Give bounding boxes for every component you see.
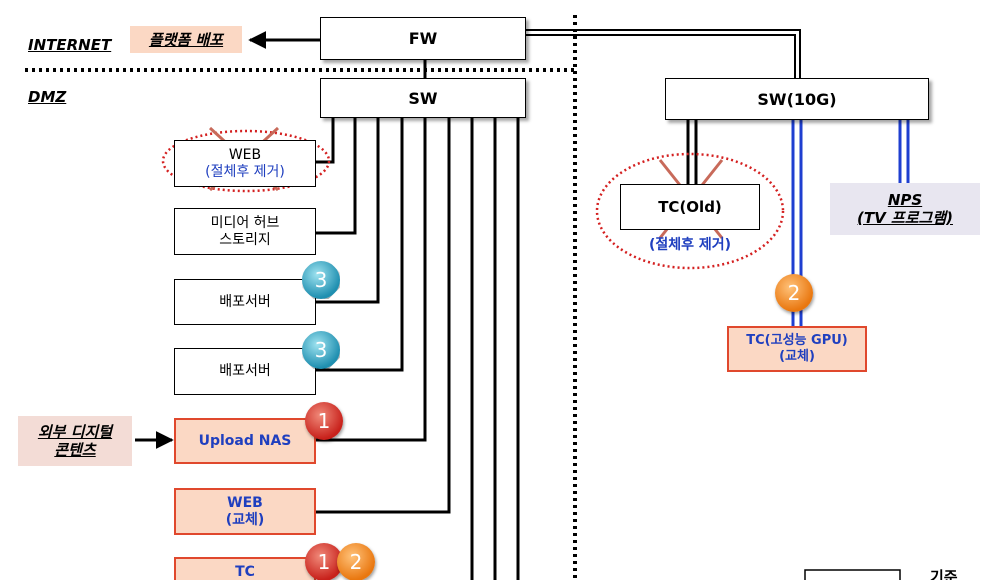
media-hub-box: 미디어 허브 스토리지 (174, 208, 316, 255)
media-hub-line1: 미디어 허브 (210, 214, 280, 231)
tc-gpu-box: TC(고성능 GPU) (교체) (727, 326, 867, 372)
badge-tc-bottom-1: 1 (305, 543, 343, 580)
web-old-removal-ellipse (161, 129, 331, 193)
media-hub-line2: 스토리지 (219, 231, 271, 248)
tc-bottom-label: TC (235, 564, 255, 580)
badge-upload-nas: 1 (305, 402, 343, 440)
deploy-server-1-box: 배포서버 (174, 279, 316, 325)
sw-web-old-link (316, 118, 335, 164)
tc-old-label: TC(Old) (658, 197, 722, 216)
deploy-server-2-box: 배포서버 (174, 348, 316, 395)
sw-web-new-link (316, 118, 451, 514)
nps-line2: (TV 프로그램) (857, 209, 953, 227)
web-old-title: WEB (228, 146, 262, 163)
zone-internet-label: INTERNET (28, 36, 112, 54)
sw10g-box: SW(10G) (665, 78, 929, 120)
web-new-box: WEB (교체) (174, 488, 316, 535)
web-new-note: (교체) (225, 511, 265, 528)
platform-deploy-label: 플랫폼 배포 (148, 30, 224, 49)
nps-line1: NPS (887, 191, 923, 209)
upload-nas-box: Upload NAS (174, 418, 316, 464)
web-old-note: (절체후 제거) (205, 163, 285, 180)
web-old-box: WEB (절체후 제거) (174, 140, 316, 187)
fw-sw10g-link-a (526, 29, 801, 78)
sw10g-label: SW(10G) (757, 89, 837, 109)
sw-label: SW (408, 88, 438, 108)
sw-box: SW (320, 78, 526, 118)
web-new-title: WEB (227, 494, 263, 511)
sw-upload-nas-link (316, 118, 427, 442)
legend-label: 기준 (930, 568, 958, 580)
sw-media-hub-link (316, 118, 357, 235)
tc-old-note: (절체후 제거) (648, 237, 732, 253)
fw-label: FW (408, 29, 438, 48)
tc-bottom-box: TC (174, 557, 316, 580)
badge-tc-bottom-2: 2 (337, 543, 375, 580)
badge-deploy-server-2: 3 (302, 331, 340, 369)
badge-tc-gpu: 2 (775, 274, 813, 312)
sw-deploy1-link (316, 118, 380, 304)
tc-old-removal-ellipse (595, 152, 785, 270)
badge-deploy-server-1: 3 (302, 261, 340, 299)
tc-gpu-line2: (교체) (779, 349, 815, 364)
deploy-server-1-label: 배포서버 (219, 293, 271, 310)
external-content-tag: 외부 디지털 콘텐츠 (18, 416, 132, 466)
fw-box: FW (320, 17, 526, 60)
external-content-line1: 외부 디지털 (37, 423, 113, 441)
nps-tag: NPS (TV 프로그램) (830, 183, 980, 235)
tc-old-box: TC(Old) (620, 184, 760, 230)
sw-deploy2-link (316, 118, 404, 372)
zone-dmz-label: DMZ (28, 88, 67, 106)
upload-nas-label: Upload NAS (198, 432, 292, 449)
external-content-line2: 콘텐츠 (54, 441, 96, 459)
tc-gpu-line1: TC(고성능 GPU) (746, 333, 848, 348)
legend-swatch (804, 569, 901, 580)
deploy-server-2-label: 배포서버 (219, 363, 271, 379)
fw-sw10g-link-b (526, 34, 796, 78)
platform-deploy-tag: 플랫폼 배포 (130, 26, 242, 53)
